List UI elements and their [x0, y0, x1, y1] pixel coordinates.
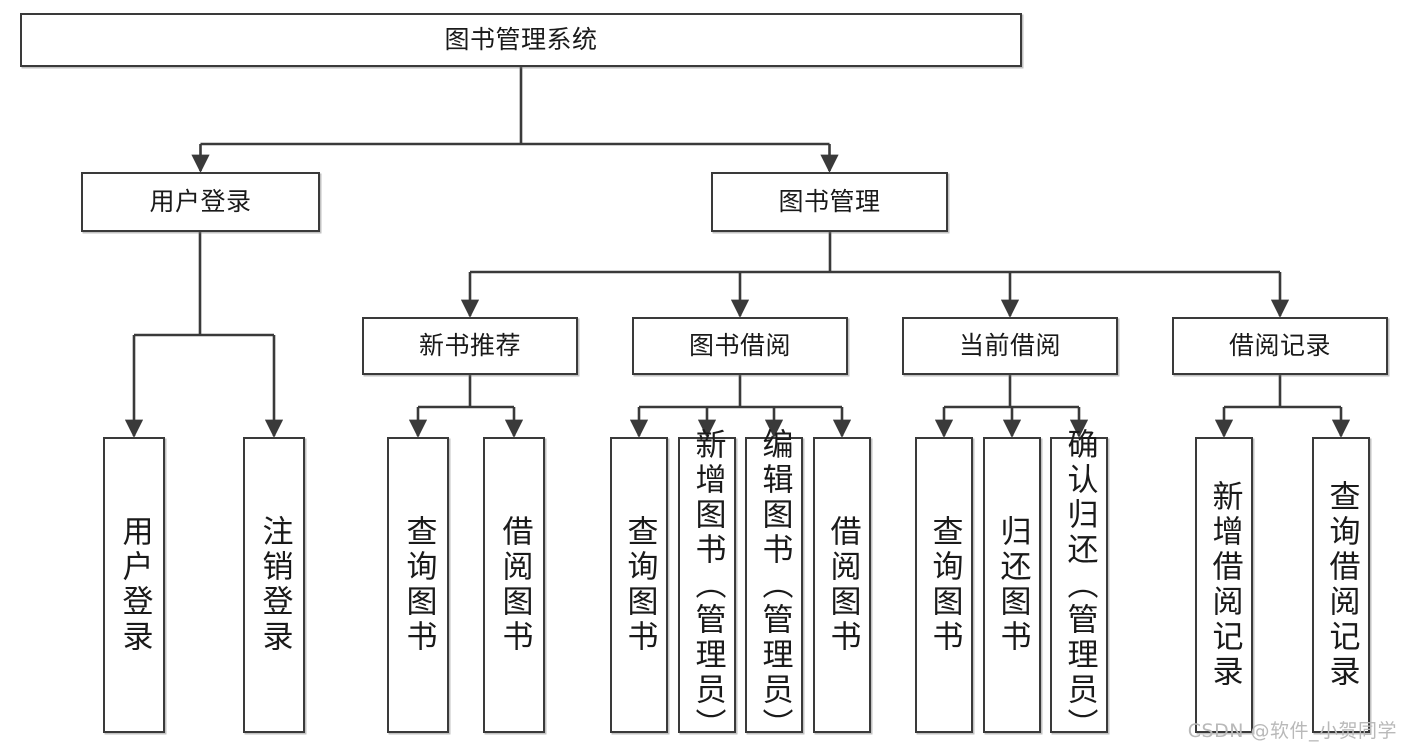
node-leaf-borrow1[interactable]: 借阅图书 [483, 437, 545, 733]
node-leaf-query1[interactable]: 查询图书 [387, 437, 449, 733]
node-leaf-queryrec[interactable]: 查询借阅记录 [1312, 437, 1370, 733]
node-borrow[interactable]: 图书借阅 [632, 317, 848, 375]
node-label-leaf-confirm: 确认归还（管理员） [1061, 427, 1098, 743]
node-label-leaf-queryrec: 查询借阅记录 [1323, 480, 1360, 690]
node-label-leaf-edit: 编辑图书（管理员） [756, 427, 793, 743]
watermark-label: CSDN @软件_小贺同学 [1187, 720, 1397, 742]
node-leaf-edit[interactable]: 编辑图书（管理员） [745, 428, 803, 743]
node-leaf-return[interactable]: 归还图书 [983, 437, 1041, 733]
node-label-newbook: 新书推荐 [418, 331, 521, 360]
node-label-leaf-query1: 查询图书 [400, 515, 437, 655]
node-label-leaf-query2: 查询图书 [621, 515, 658, 655]
node-records[interactable]: 借阅记录 [1172, 317, 1388, 375]
node-label-leaf-return: 归还图书 [994, 515, 1031, 655]
node-label-current: 当前借阅 [958, 331, 1061, 360]
node-current[interactable]: 当前借阅 [902, 317, 1118, 375]
node-label-leaf-borrow1: 借阅图书 [496, 515, 533, 655]
node-login[interactable]: 用户登录 [81, 172, 320, 232]
node-label-leaf-borrow2: 借阅图书 [824, 515, 861, 655]
node-label-records: 借阅记录 [1228, 331, 1331, 360]
node-label-borrow: 图书借阅 [688, 331, 791, 360]
node-label-bookmgmt: 图书管理 [778, 187, 881, 216]
node-leaf-addrec[interactable]: 新增借阅记录 [1195, 437, 1253, 733]
node-label-leaf-add: 新增图书（管理员） [689, 427, 726, 743]
node-root[interactable]: 图书管理系统 [20, 13, 1022, 67]
node-label-root: 图书管理系统 [444, 25, 598, 54]
node-newbook[interactable]: 新书推荐 [362, 317, 578, 375]
node-leaf-query3[interactable]: 查询图书 [915, 437, 973, 733]
node-label-login: 用户登录 [149, 187, 252, 216]
node-leaf-query2[interactable]: 查询图书 [610, 437, 668, 733]
node-leaf-logout[interactable]: 注销登录 [243, 437, 305, 733]
node-label-leaf-addrec: 新增借阅记录 [1206, 480, 1243, 690]
node-label-leaf-login: 用户登录 [116, 515, 153, 655]
node-label-leaf-query3: 查询图书 [926, 515, 963, 655]
node-label-leaf-logout: 注销登录 [256, 515, 293, 655]
node-leaf-borrow2[interactable]: 借阅图书 [813, 437, 871, 733]
node-leaf-add[interactable]: 新增图书（管理员） [678, 428, 736, 743]
node-bookmgmt[interactable]: 图书管理 [711, 172, 948, 232]
node-leaf-login[interactable]: 用户登录 [103, 437, 165, 733]
node-leaf-confirm[interactable]: 确认归还（管理员） [1050, 428, 1108, 743]
